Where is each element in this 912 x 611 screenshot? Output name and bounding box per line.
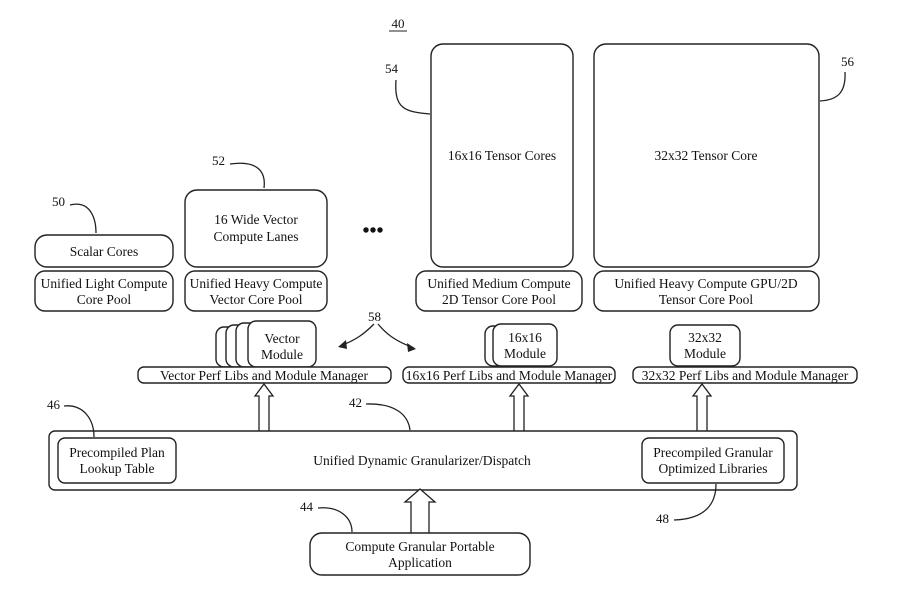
ref-48: 48 xyxy=(656,511,669,526)
ellipsis-dots: ••• xyxy=(362,220,383,242)
manager-16x16-bar: 16x16 Perf Libs and Module Manager xyxy=(402,366,616,384)
vector-manager-label: Vector Perf Libs and Module Manager xyxy=(160,368,369,383)
leader-58-left-arrowhead xyxy=(338,340,347,349)
tensor-16x16-cores-box: 16x16 Tensor Cores xyxy=(430,43,574,268)
granular-libraries-label-2: Optimized Libraries xyxy=(658,461,767,476)
heavy-vector-pool-label-2: Vector Core Pool xyxy=(210,292,303,307)
application-label-1: Compute Granular Portable xyxy=(345,539,494,554)
module-16x16-stack: 16x16 Module xyxy=(484,323,558,367)
vector-module-label-1: Vector xyxy=(264,331,300,346)
dispatch-to-32x32-arrow xyxy=(691,382,713,434)
ref-58: 58 xyxy=(368,309,381,324)
leader-54 xyxy=(395,79,431,115)
leader-52 xyxy=(229,162,265,189)
ref-44: 44 xyxy=(300,499,314,514)
module-16x16-label-2: Module xyxy=(504,346,546,361)
dispatch-title: Unified Dynamic Granularizer/Dispatch xyxy=(313,453,531,468)
vector-compute-lanes-label-1: 16 Wide Vector xyxy=(214,212,298,227)
plan-lookup-table-box: Precompiled Plan Lookup Table xyxy=(57,437,177,484)
granular-libraries-label-1: Precompiled Granular xyxy=(653,445,773,460)
application-to-dispatch-arrow xyxy=(403,488,437,535)
dispatch-to-16x16-arrow xyxy=(508,382,530,434)
leader-48 xyxy=(673,483,717,521)
manager-32x32-label: 32x32 Perf Libs and Module Manager xyxy=(642,368,849,383)
vector-manager-bar: Vector Perf Libs and Module Manager xyxy=(137,366,392,384)
manager-16x16-label: 16x16 Perf Libs and Module Manager xyxy=(406,368,613,383)
light-compute-pool-label-1: Unified Light Compute xyxy=(41,276,168,291)
heavy-vector-pool-label-1: Unified Heavy Compute xyxy=(190,276,323,291)
medium-2d-tensor-pool-box: Unified Medium Compute 2D Tensor Core Po… xyxy=(415,270,583,312)
heavy-gpu-tensor-pool-label-2: Tensor Core Pool xyxy=(659,292,754,307)
leader-42 xyxy=(365,403,411,431)
figure-number: 40 xyxy=(392,16,405,31)
heavy-vector-pool-box: Unified Heavy Compute Vector Core Pool xyxy=(184,270,328,312)
leader-44 xyxy=(317,507,353,533)
plan-lookup-table-label-1: Precompiled Plan xyxy=(69,445,165,460)
vector-compute-lanes-label-2: Compute Lanes xyxy=(213,229,298,244)
medium-2d-tensor-pool-label-2: 2D Tensor Core Pool xyxy=(442,292,556,307)
vector-module-stack: Vector Module xyxy=(215,320,317,368)
ref-42: 42 xyxy=(349,395,362,410)
ref-52: 52 xyxy=(212,153,225,168)
light-compute-pool-label-2: Core Pool xyxy=(77,292,132,307)
scalar-cores-box: Scalar Cores xyxy=(34,234,174,268)
leader-58-right-arrowhead xyxy=(407,343,416,352)
dispatch-block: Unified Dynamic Granularizer/Dispatch xyxy=(48,430,798,491)
heavy-gpu-tensor-pool-label-1: Unified Heavy Compute GPU/2D xyxy=(614,276,798,291)
manager-32x32-bar: 32x32 Perf Libs and Module Manager xyxy=(632,366,858,384)
ref-54: 54 xyxy=(385,61,399,76)
leader-50 xyxy=(69,203,97,234)
ref-56: 56 xyxy=(841,54,855,69)
light-compute-pool-box: Unified Light Compute Core Pool xyxy=(34,270,174,312)
tensor-16x16-cores-label: 16x16 Tensor Cores xyxy=(448,148,556,163)
module-32x32-label-2: Module xyxy=(684,346,726,361)
leader-46 xyxy=(63,405,95,438)
vector-compute-lanes-box: 16 Wide Vector Compute Lanes xyxy=(184,189,328,268)
tensor-32x32-core-box: 32x32 Tensor Core xyxy=(593,43,820,268)
application-label-2: Application xyxy=(388,555,452,570)
ref-50: 50 xyxy=(52,194,65,209)
module-32x32-box: 32x32 Module xyxy=(669,324,741,367)
module-16x16-label-1: 16x16 xyxy=(508,330,542,345)
scalar-cores-label: Scalar Cores xyxy=(70,244,139,259)
heavy-gpu-tensor-pool-box: Unified Heavy Compute GPU/2D Tensor Core… xyxy=(593,270,820,312)
module-32x32-label-1: 32x32 xyxy=(688,330,722,345)
vector-module-label-2: Module xyxy=(261,347,303,362)
dispatch-to-vector-arrow xyxy=(253,382,275,434)
medium-2d-tensor-pool-label-1: Unified Medium Compute xyxy=(427,276,570,291)
ref-46: 46 xyxy=(47,397,61,412)
tensor-32x32-core-label: 32x32 Tensor Core xyxy=(654,148,757,163)
application-box: Compute Granular Portable Application xyxy=(309,532,531,576)
plan-lookup-table-label-2: Lookup Table xyxy=(80,461,155,476)
leader-56 xyxy=(819,71,846,102)
granular-libraries-box: Precompiled Granular Optimized Libraries xyxy=(641,437,785,484)
